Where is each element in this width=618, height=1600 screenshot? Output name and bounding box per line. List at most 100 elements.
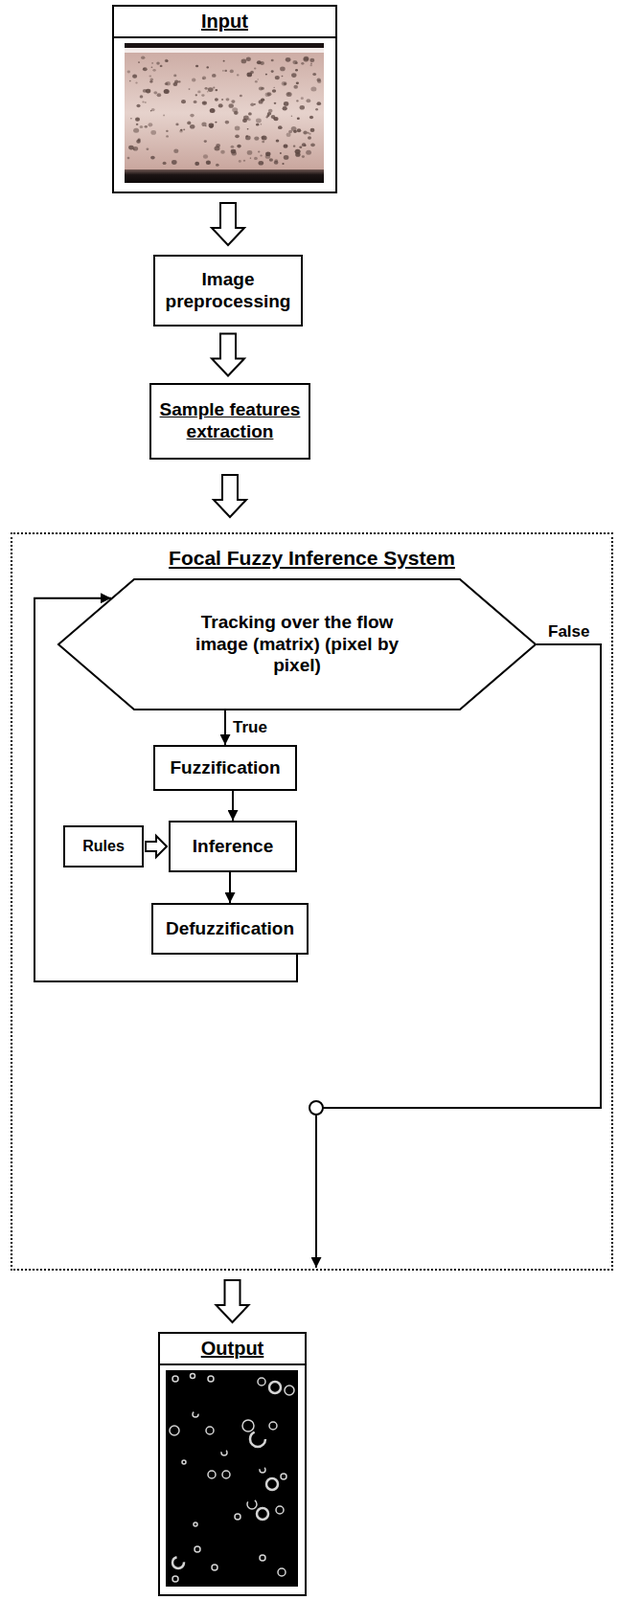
process-box: Defuzzification: [151, 903, 309, 956]
bubble-dot: [250, 103, 254, 107]
node-label: Inference: [192, 836, 274, 859]
bubble-dot: [162, 161, 167, 165]
bubble-dot: [209, 108, 216, 114]
block-arrow: [211, 203, 245, 246]
bubble-dot: [254, 80, 258, 83]
bubble-dot: [255, 118, 262, 124]
bubble-dot: [291, 115, 294, 117]
bubble-outline: [277, 1569, 286, 1578]
bubble-dot: [271, 59, 275, 62]
bubble-dot: [279, 152, 282, 155]
bubble-dot: [247, 117, 252, 121]
bubble-dot: [171, 160, 178, 165]
bubble-dot: [265, 154, 271, 160]
bubble-dot: [310, 64, 313, 67]
bubble-dot: [267, 112, 272, 116]
bubble-dot: [310, 87, 317, 92]
bubble-dot: [146, 148, 150, 151]
bubble-dot: [247, 150, 253, 156]
bubble-dot: [271, 69, 275, 73]
bubble-dot: [265, 92, 271, 98]
panel-title: Output: [160, 1334, 305, 1367]
loop-hexagon: Tracking over the flow image (matrix) (p…: [57, 578, 537, 711]
bubble-outline: [207, 1376, 214, 1383]
bubble-dot: [197, 91, 201, 94]
bubble-dot: [151, 108, 156, 112]
bubble-edge-image: [165, 1371, 298, 1588]
bubble-dot: [275, 139, 280, 143]
bubble-dot: [195, 93, 198, 96]
bubble-dot: [260, 136, 265, 140]
bubble-dot: [226, 97, 230, 101]
bubble-dot: [273, 87, 275, 89]
bubble-dot: [150, 156, 156, 161]
bubble-dot: [223, 60, 226, 63]
image-ground: [165, 1371, 298, 1588]
bubble-dot: [132, 74, 138, 79]
bubble-dot: [265, 73, 268, 76]
bubble-dot: [241, 59, 248, 65]
bubble-dot: [194, 161, 200, 166]
bubble-dot: [164, 59, 169, 63]
bubble-dot: [283, 155, 290, 161]
bubble-dot: [173, 82, 179, 87]
bubble-dot: [218, 103, 224, 108]
bubble-dot: [293, 85, 298, 90]
bubble-outline: [169, 1426, 180, 1437]
panel-title: Input: [114, 6, 336, 39]
output-panel: Output: [158, 1332, 307, 1598]
bubble-dot: [283, 144, 289, 149]
bubble-dot: [295, 62, 298, 65]
bubble-dot: [130, 117, 133, 119]
bubble-outline: [194, 1547, 201, 1554]
rules-box: Rules: [63, 825, 144, 869]
node-label: Defuzzification: [165, 918, 295, 941]
bubble-dot: [310, 128, 316, 133]
bubble-dot: [291, 126, 298, 132]
bubble-dot: [202, 78, 205, 80]
bubble-dot: [231, 107, 238, 113]
bubble-dot: [189, 124, 195, 130]
flow-arrow: [228, 872, 231, 904]
bubble-outline: [190, 1374, 196, 1380]
bubble-outline: [259, 1556, 266, 1562]
block-arrow: [216, 1281, 250, 1324]
bubble-dot: [141, 100, 144, 103]
bubble-dot: [181, 99, 186, 104]
bubble-dot: [298, 145, 302, 149]
bubble-dot: [312, 72, 317, 76]
pipe-highlight: [124, 47, 324, 53]
bubble-dot: [295, 68, 298, 72]
photo-ground: [124, 43, 324, 184]
bubble-dot: [297, 117, 299, 120]
bubble-dot: [315, 108, 319, 111]
bubble-dot: [256, 60, 262, 65]
pipe-wall: [124, 169, 324, 184]
bubble-dot: [214, 97, 219, 101]
bubble-dot: [301, 142, 306, 147]
node-label: Fuzzification: [169, 757, 280, 780]
bubble-dot: [127, 157, 131, 160]
block-arrow: [145, 836, 167, 858]
bubble-dot: [153, 91, 158, 94]
bubble-dot: [234, 134, 240, 138]
bubble-outline: [172, 1557, 184, 1570]
bubble-dots: [127, 55, 322, 166]
node-label: Image preprocessing: [162, 269, 294, 314]
bubble-dot: [303, 56, 310, 62]
bubble-dot: [292, 60, 298, 65]
bubble-dot: [253, 68, 256, 70]
bubble-dot: [133, 146, 138, 152]
connector-group: [34, 203, 601, 1324]
bubble-dot: [203, 154, 208, 159]
bubble-dot: [236, 73, 240, 76]
bubble-dot: [149, 74, 153, 77]
bubble-outline: [247, 1500, 257, 1511]
node-label: Rules: [82, 837, 125, 856]
bubble-dot: [142, 89, 147, 93]
bubble-outline: [207, 1471, 216, 1480]
bubble-dot: [277, 125, 283, 130]
edge-label: True: [230, 718, 270, 738]
bubble-dot: [248, 112, 252, 115]
bubble-dot: [220, 150, 226, 155]
